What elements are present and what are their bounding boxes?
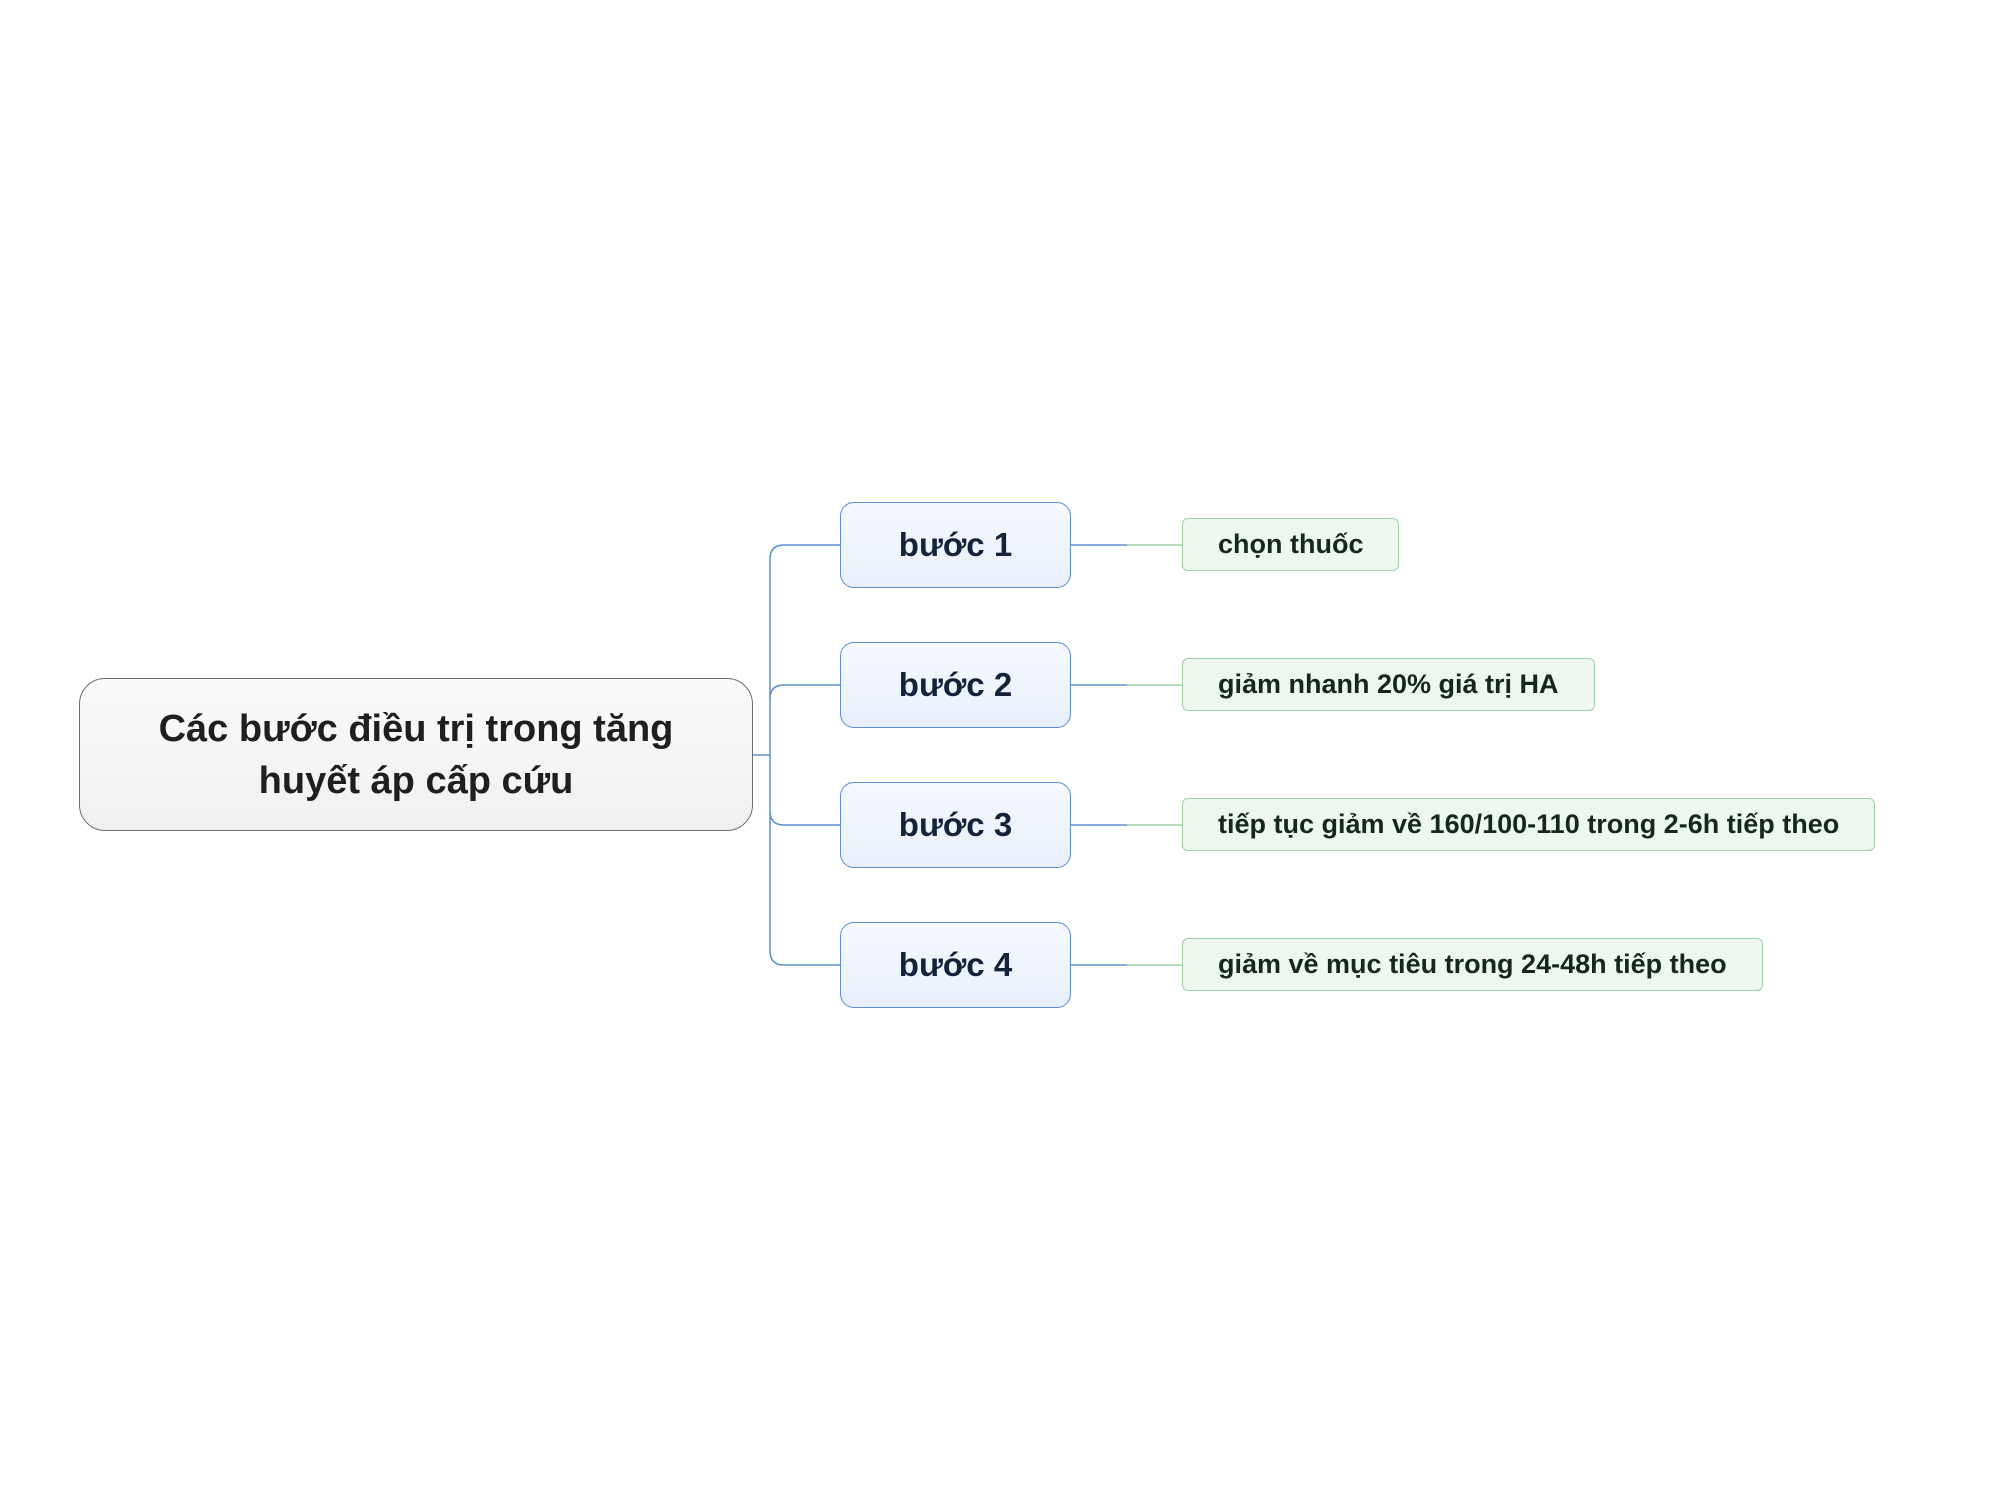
step-node-4[interactable]: bước 4 — [840, 922, 1071, 1008]
step-label-3: bước 3 — [898, 806, 1013, 843]
detail-node-1[interactable]: chọn thuốc — [1182, 518, 1400, 571]
detail-label-4: giảm về mục tiêu trong 24-48h tiếp theo — [1218, 949, 1727, 979]
detail-label-1: chọn thuốc — [1218, 529, 1364, 559]
branch-connector-3 — [769, 810, 840, 826]
detail-node-3[interactable]: tiếp tục giảm về 160/100-110 trong 2-6h … — [1182, 798, 1876, 851]
step-node-2[interactable]: bước 2 — [840, 642, 1071, 728]
step-label-2: bước 2 — [898, 666, 1013, 703]
root-topic-label: Các bước điều trị trong tăng huyết áp cấ… — [158, 707, 674, 802]
detail-label-2: giảm nhanh 20% giá trị HA — [1218, 669, 1559, 699]
branch-spine — [769, 544, 840, 966]
detail-node-2[interactable]: giảm nhanh 20% giá trị HA — [1182, 658, 1595, 711]
step-label-1: bước 1 — [898, 526, 1013, 563]
detail-label-3: tiếp tục giảm về 160/100-110 trong 2-6h … — [1218, 809, 1840, 839]
branch-connector-2 — [769, 684, 840, 700]
step-label-4: bước 4 — [898, 946, 1013, 983]
step-node-1[interactable]: bước 1 — [840, 502, 1071, 588]
detail-node-4[interactable]: giảm về mục tiêu trong 24-48h tiếp theo — [1182, 938, 1763, 991]
step-node-3[interactable]: bước 3 — [840, 782, 1071, 868]
root-topic[interactable]: Các bước điều trị trong tăng huyết áp cấ… — [79, 678, 753, 831]
